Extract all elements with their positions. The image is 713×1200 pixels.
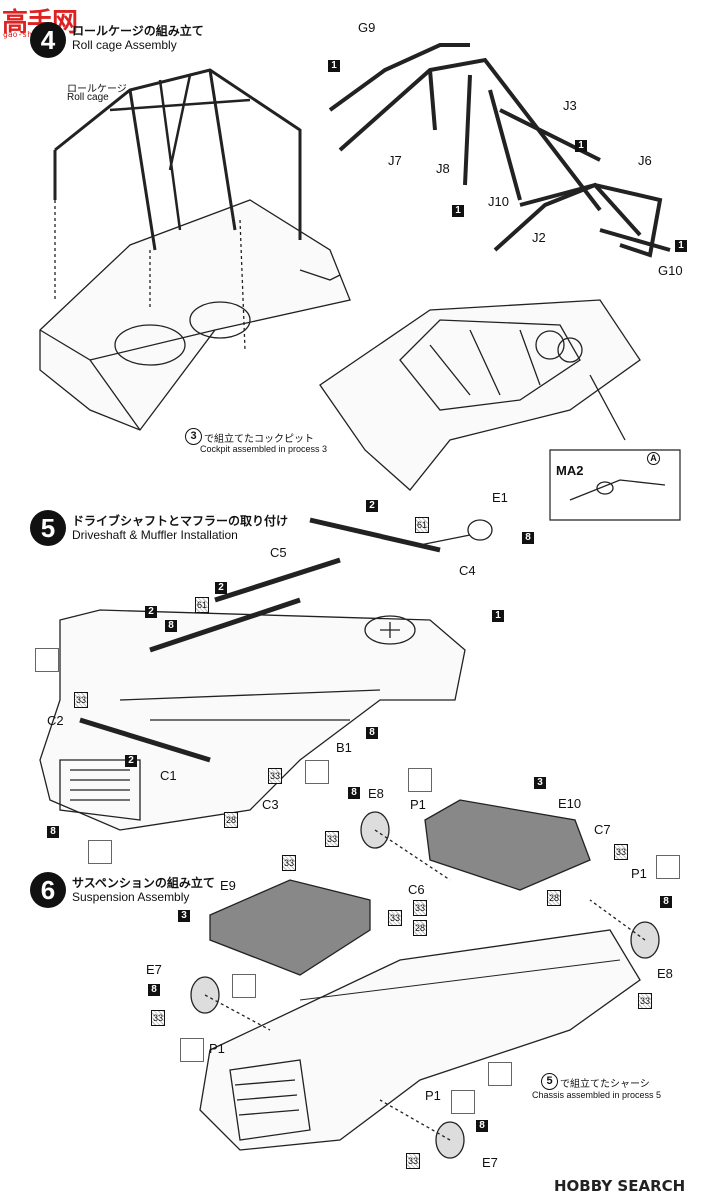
parts-tree-tag: 33 bbox=[388, 910, 403, 926]
part-label: J7 bbox=[388, 153, 402, 168]
rollcage-label-en: Roll cage bbox=[67, 92, 109, 103]
part-label: G10 bbox=[658, 263, 683, 278]
glue-tag: 8 bbox=[47, 826, 59, 838]
parts-tree-tag: 33 bbox=[74, 692, 89, 708]
step-number: 6 bbox=[30, 872, 66, 908]
part-label: P1 bbox=[425, 1088, 441, 1103]
paint-callout-icon bbox=[451, 1090, 475, 1114]
part-label: E7 bbox=[146, 962, 162, 977]
parts-tree-tag: 33 bbox=[325, 831, 340, 847]
step-title-jp: サスペンションの組み立て bbox=[72, 876, 215, 890]
part-label: J2 bbox=[532, 230, 546, 245]
glue-tag: 8 bbox=[366, 727, 378, 739]
glue-tag: 8 bbox=[476, 1120, 488, 1132]
glue-tag: 1 bbox=[675, 240, 687, 252]
paint-callout-icon bbox=[232, 974, 256, 998]
glue-tag: 1 bbox=[452, 205, 464, 217]
glue-tag: 1 bbox=[328, 60, 340, 72]
parts-tree-tag: 33 bbox=[268, 768, 283, 784]
parts-tree-tag: 61 bbox=[195, 597, 210, 613]
parts-tree-tag: 33 bbox=[282, 855, 297, 871]
glue-tag: 8 bbox=[660, 896, 672, 908]
parts-tree-tag: 61 bbox=[415, 517, 430, 533]
chassis-note-jp: で組立てたシャーシ bbox=[560, 1079, 650, 1090]
parts-tree-tag: 33 bbox=[406, 1153, 421, 1169]
part-label: E9 bbox=[220, 878, 236, 893]
step-title-en: Roll cage Assembly bbox=[72, 38, 177, 52]
part-label: C7 bbox=[594, 822, 611, 837]
part-label: B1 bbox=[336, 740, 352, 755]
part-label: E10 bbox=[558, 796, 582, 811]
part-label: J10 bbox=[488, 194, 509, 209]
chassis-note-en: Chassis assembled in process 5 bbox=[532, 1090, 662, 1100]
step-title-jp: ドライブシャフトとマフラーの取り付け bbox=[72, 514, 289, 528]
part-label: C3 bbox=[262, 797, 279, 812]
glue-tag: 2 bbox=[125, 755, 137, 767]
part-label: C4 bbox=[459, 563, 476, 578]
glue-tag: 3 bbox=[178, 910, 190, 922]
paint-callout-icon bbox=[35, 648, 59, 672]
part-label: P1 bbox=[410, 797, 426, 812]
glue-tag: 2 bbox=[145, 606, 157, 618]
part-label: P1 bbox=[631, 866, 647, 881]
glue-tag: 1 bbox=[492, 610, 504, 622]
step-title-en: Driveshaft & Muffler Installation bbox=[72, 528, 238, 542]
parts-tree-tag: 33 bbox=[614, 844, 629, 860]
part-label: A bbox=[647, 452, 660, 465]
parts-tree-tag: 28 bbox=[224, 812, 239, 828]
part-label: P1 bbox=[209, 1041, 225, 1056]
paint-callout-icon bbox=[656, 855, 680, 879]
part-label: C2 bbox=[47, 713, 64, 728]
part-label: J6 bbox=[638, 153, 652, 168]
glue-tag: 3 bbox=[534, 777, 546, 789]
parts-tree-tag: 33 bbox=[151, 1010, 166, 1026]
glue-tag: 8 bbox=[165, 620, 177, 632]
step-title-en: Suspension Assembly bbox=[72, 890, 190, 904]
rollcage-label-jp: ロールケージ bbox=[67, 84, 127, 95]
paint-callout-icon bbox=[408, 768, 432, 792]
part-label: C5 bbox=[270, 545, 287, 560]
part-label: E8 bbox=[657, 966, 673, 981]
part-label: G9 bbox=[358, 20, 376, 35]
part-label: C6 bbox=[408, 882, 425, 897]
part-label: C1 bbox=[160, 768, 177, 783]
paint-callout-icon bbox=[305, 760, 329, 784]
part-label: E1 bbox=[492, 490, 508, 505]
glue-tag: 2 bbox=[366, 500, 378, 512]
parts-tree-tag: 28 bbox=[547, 890, 562, 906]
step-title-jp: ロールケージの組み立て bbox=[72, 24, 204, 38]
cockpit-note-jp: で組立てたコックピット bbox=[204, 434, 314, 445]
part-label: E7 bbox=[482, 1155, 498, 1170]
glue-tag: 8 bbox=[348, 787, 360, 799]
parts-tree-tag: 33 bbox=[413, 900, 428, 916]
glue-tag: 8 bbox=[148, 984, 160, 996]
parts-tree-tag: 33 bbox=[638, 993, 653, 1009]
part-label: J8 bbox=[436, 161, 450, 176]
part-label: J3 bbox=[563, 98, 577, 113]
part-label: MA2 bbox=[556, 463, 584, 478]
paint-callout-icon bbox=[488, 1062, 512, 1086]
paint-callout-icon bbox=[180, 1038, 204, 1062]
step-number: 4 bbox=[30, 22, 66, 58]
process-ref: 5 bbox=[541, 1073, 558, 1090]
glue-tag: 2 bbox=[215, 582, 227, 594]
process-ref: 3 bbox=[185, 428, 202, 445]
part-label: E8 bbox=[368, 786, 384, 801]
parts-tree-tag: 28 bbox=[413, 920, 428, 936]
step-number: 5 bbox=[30, 510, 66, 546]
cockpit-note-en: Cockpit assembled in process 3 bbox=[200, 444, 328, 454]
brand-logo: HOBBY SEARCH bbox=[554, 1177, 686, 1195]
glue-tag: 8 bbox=[522, 532, 534, 544]
glue-tag: 1 bbox=[575, 140, 587, 152]
paint-callout-icon bbox=[88, 840, 112, 864]
